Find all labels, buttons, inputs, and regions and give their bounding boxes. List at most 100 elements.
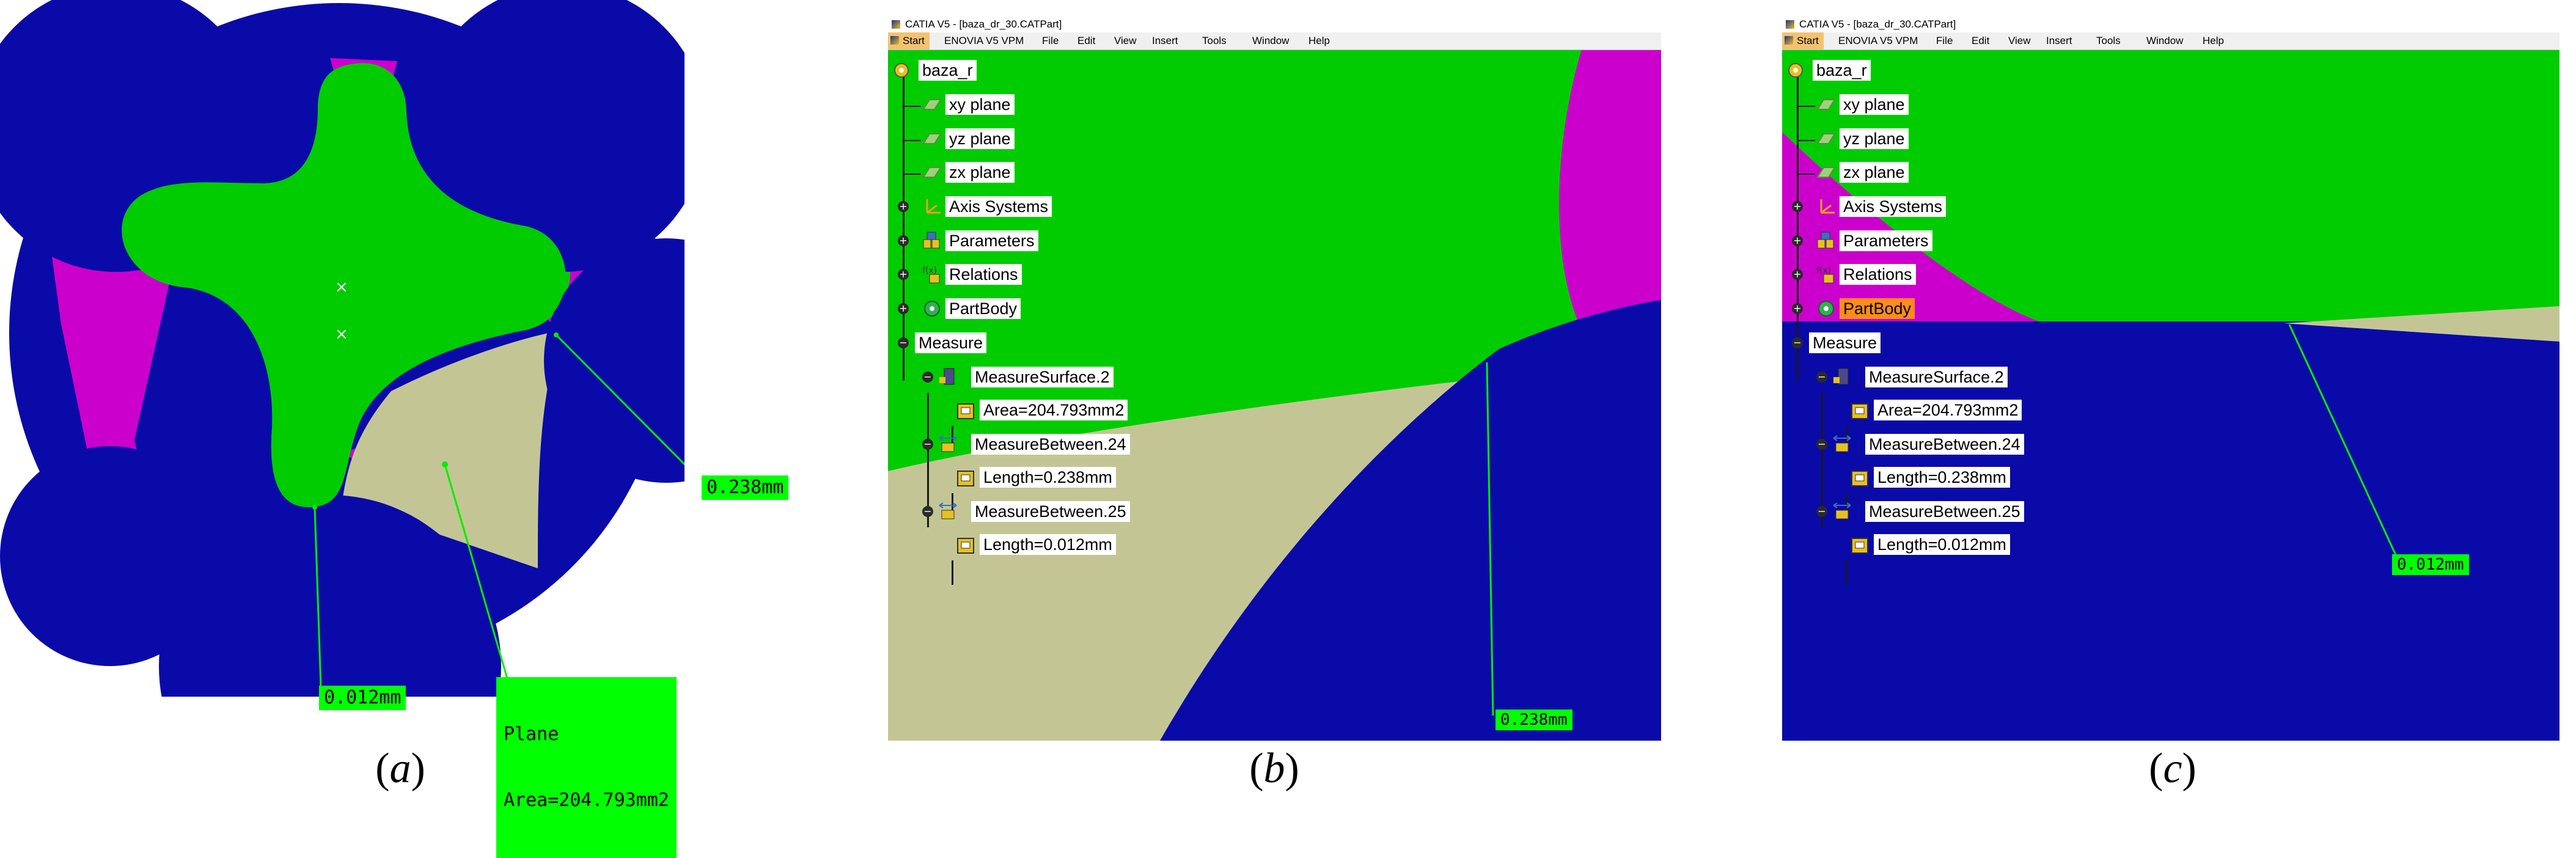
start-icon <box>1785 36 1793 45</box>
tree-label-length-24: Length=0.238mm <box>980 467 1116 488</box>
gap-measure-label[interactable]: 0.012mm <box>319 686 406 710</box>
part-gear-icon <box>894 63 909 78</box>
tree-label-measure-between-25: MeasureBetween.25 <box>971 501 1130 522</box>
axis-system-icon <box>1820 199 1835 214</box>
tree-label-axis-systems: Axis Systems <box>945 196 1052 217</box>
caption-b: (b) <box>1249 745 1299 792</box>
measure-between-icon <box>1833 435 1851 452</box>
expand-plus-icon[interactable]: + <box>898 269 909 280</box>
thickness-measure-label[interactable]: 0.238mm <box>702 475 789 500</box>
plane-icon <box>1816 133 1836 144</box>
collapse-minus-icon[interactable]: − <box>922 372 933 383</box>
menu-tools-c[interactable]: Tools <box>2096 35 2121 46</box>
tree-label-length-25: Length=0.012mm <box>1874 534 2010 555</box>
collapse-minus-icon[interactable]: − <box>922 506 933 517</box>
menu-window-b[interactable]: Window <box>1252 35 1290 46</box>
menu-file-c[interactable]: File <box>1936 35 1953 46</box>
tree-label-zx-plane: zx plane <box>1840 162 1909 183</box>
tree-label-area: Area=204.793mm2 <box>980 400 1128 420</box>
catia-app-icon <box>892 20 900 29</box>
menu-insert-c[interactable]: Insert <box>2046 35 2072 46</box>
plane-icon <box>922 167 942 178</box>
viewport-c-geometry <box>1782 50 2559 741</box>
plane-icon <box>922 99 942 110</box>
collapse-minus-icon[interactable]: − <box>1792 337 1803 348</box>
caption-a: (a) <box>375 745 425 792</box>
plane-icon <box>1816 99 1836 110</box>
tree-label-root: baza_r <box>1813 60 1871 81</box>
tree-label-length-25: Length=0.012mm <box>980 534 1116 555</box>
plane-area-label[interactable]: Plane Area=204.793mm2 <box>496 677 677 858</box>
tree-label-measure: Measure <box>1809 332 1881 353</box>
plane-area-value: Area=204.793mm2 <box>504 790 669 811</box>
menu-edit-b[interactable]: Edit <box>1077 35 1096 46</box>
part-gear-icon <box>1788 63 1803 78</box>
collapse-minus-icon[interactable]: − <box>1816 506 1827 517</box>
plane-icon <box>1816 167 1836 178</box>
menu-start-b[interactable]: Start <box>888 32 930 50</box>
axis-system-icon <box>926 199 941 214</box>
menubar-b: Start ENOVIA V5 VPM File Edit View Inser… <box>888 32 1661 50</box>
svg-text:f(x): f(x) <box>922 266 937 276</box>
tree-label-measure-surface: MeasureSurface.2 <box>1865 367 2008 387</box>
tree-label-relations: Relations <box>945 264 1022 285</box>
caption-c: (c) <box>2149 745 2196 792</box>
menubar-c: Start ENOVIA V5 VPM File Edit View Inser… <box>1782 32 2559 50</box>
measure-value-icon <box>1851 403 1868 419</box>
measure-surface-icon <box>939 368 955 385</box>
tree-label-partbody-selected: PartBody <box>1840 298 1915 319</box>
expand-plus-icon[interactable]: + <box>1792 201 1803 212</box>
window-title-b: CATIA V5 - [baza_dr_30.CATPart] <box>905 18 1062 30</box>
measure-value-icon <box>957 403 974 419</box>
menu-help-c[interactable]: Help <box>2203 35 2224 46</box>
menu-enovia-b[interactable]: ENOVIA V5 VPM <box>944 35 1024 46</box>
expand-plus-icon[interactable]: + <box>1792 235 1803 246</box>
menu-start-c[interactable]: Start <box>1782 32 1824 50</box>
window-title-c: CATIA V5 - [baza_dr_30.CATPart] <box>1799 18 1956 30</box>
viewport-b[interactable]: 0.238mm <box>888 50 1661 741</box>
tree-label-measure-between-24: MeasureBetween.24 <box>971 434 1130 455</box>
expand-plus-icon[interactable]: + <box>898 235 909 246</box>
menu-view-b[interactable]: View <box>1114 35 1137 46</box>
collapse-minus-icon[interactable]: − <box>1816 372 1827 383</box>
menu-view-c[interactable]: View <box>2008 35 2031 46</box>
catia-window-c: 0.012mm CATIA V5 - [baza_dr_30.CATPart] … <box>1782 16 2559 741</box>
body-gear-icon <box>1818 301 1834 317</box>
viewport-c-measure-label[interactable]: 0.012mm <box>2392 554 2469 575</box>
menu-window-c[interactable]: Window <box>2146 35 2184 46</box>
menu-edit-c[interactable]: Edit <box>1972 35 1990 46</box>
measure-surface-icon <box>1833 368 1849 385</box>
plane-icon <box>922 133 942 144</box>
svg-text:f(x): f(x) <box>1816 266 1831 276</box>
tree-label-parameters: Parameters <box>1840 230 1932 251</box>
menu-file-b[interactable]: File <box>1042 35 1059 46</box>
collapse-minus-icon[interactable]: − <box>922 439 933 450</box>
menu-help-b[interactable]: Help <box>1308 35 1330 46</box>
tree-label-length-24: Length=0.238mm <box>1874 467 2010 488</box>
titlebar-b: CATIA V5 - [baza_dr_30.CATPart] <box>888 16 1661 32</box>
tree-label-measure: Measure <box>915 332 987 353</box>
menu-insert-b[interactable]: Insert <box>1152 35 1178 46</box>
expand-plus-icon[interactable]: + <box>1792 269 1803 280</box>
viewport-b-geometry <box>888 50 1661 741</box>
tree-label-xy-plane: xy plane <box>945 94 1015 115</box>
viewport-c[interactable]: 0.012mm <box>1782 50 2559 741</box>
menu-tools-b[interactable]: Tools <box>1202 35 1227 46</box>
tree-label-parameters: Parameters <box>945 230 1038 251</box>
measure-value-icon <box>1851 538 1868 554</box>
spec-tree-b: baza_r xy plane yz plane zx plane + Axis… <box>888 50 1181 600</box>
expand-plus-icon[interactable]: + <box>1792 303 1803 314</box>
rotor-cross-section: × × <box>0 0 684 697</box>
collapse-minus-icon[interactable]: − <box>1816 439 1827 450</box>
expand-plus-icon[interactable]: + <box>898 303 909 314</box>
tree-label-partbody: PartBody <box>945 298 1021 319</box>
collapse-minus-icon[interactable]: − <box>898 337 909 348</box>
relations-icon: f(x) <box>922 266 940 284</box>
expand-plus-icon[interactable]: + <box>898 201 909 212</box>
measure-between-icon <box>1833 502 1851 519</box>
catia-window-b: 0.238mm CATIA V5 - [baza_dr_30.CATPart] … <box>888 16 1661 741</box>
start-icon <box>890 36 899 45</box>
parameters-icon <box>923 232 940 249</box>
menu-enovia-c[interactable]: ENOVIA V5 VPM <box>1838 35 1918 46</box>
viewport-b-measure-label[interactable]: 0.238mm <box>1495 710 1572 730</box>
